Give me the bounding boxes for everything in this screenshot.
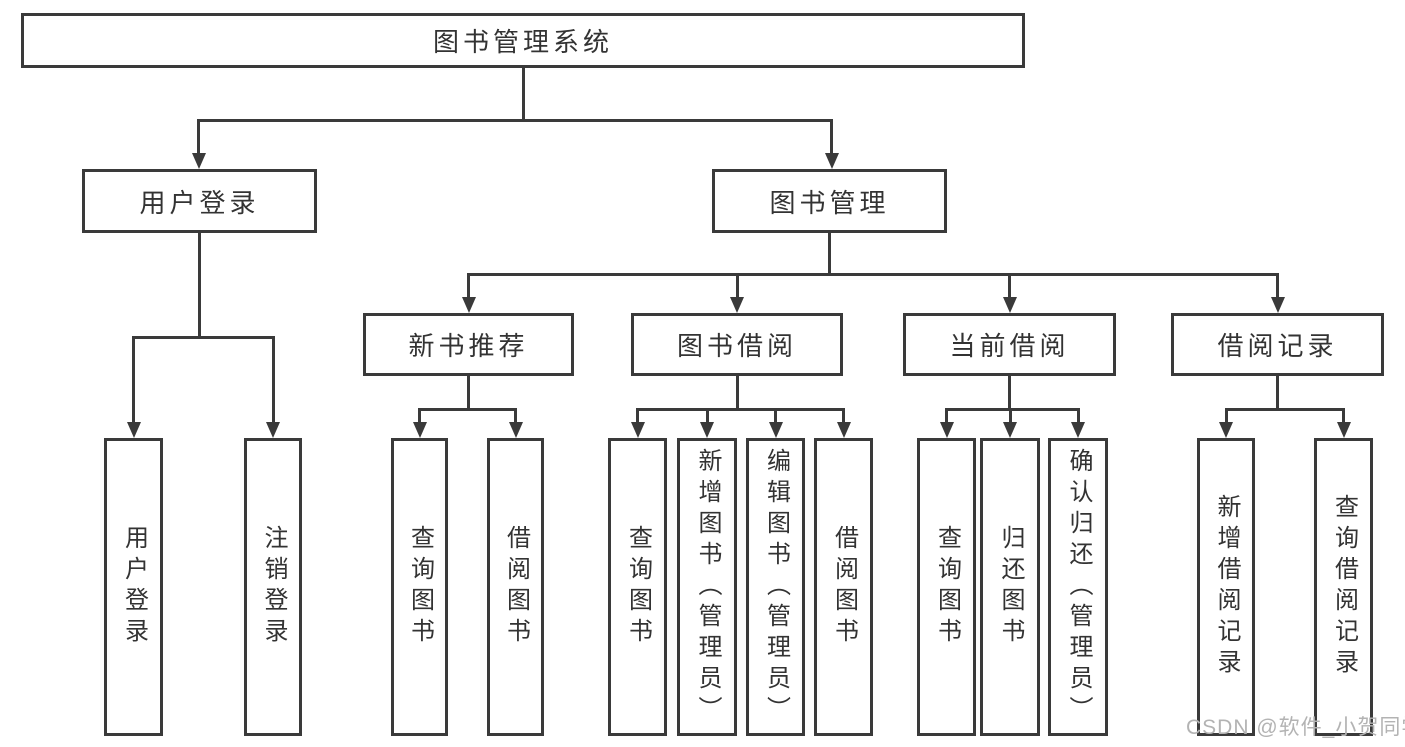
arrowhead-down [824, 153, 839, 169]
connector-rec-drop [467, 376, 470, 411]
arrowhead-down [1219, 422, 1233, 438]
connector-stub [1008, 273, 1011, 297]
leaf-add-borrow-record: 新增借阅记录 [1197, 438, 1255, 736]
connector-mgmt-drop [828, 233, 831, 276]
arrowhead-down [1002, 297, 1017, 313]
connector-records-split [1224, 408, 1345, 411]
leaf-add-book-admin: 新增图书（管理员） [677, 438, 737, 736]
connector-stub [197, 119, 200, 153]
connector-stub [636, 408, 639, 422]
connector-stub [735, 273, 739, 297]
connector-stub [271, 336, 275, 422]
leaf-logout: 注销登录 [244, 438, 302, 736]
connector-stub [467, 273, 470, 297]
connector-current-split [945, 408, 1080, 411]
connector-stub [842, 408, 845, 422]
arrowhead-down [730, 297, 744, 313]
leaf-confirm-return-admin: 确认归还（管理员） [1048, 438, 1108, 736]
connector-stub [1076, 408, 1080, 422]
arrowhead-down [1071, 422, 1085, 438]
arrowhead-down [412, 422, 427, 438]
connector-mgmt-split [467, 273, 1279, 276]
leaf-edit-book-admin-label: 编辑图书（管理员） [762, 447, 790, 727]
node-root-system: 图书管理系统 [21, 13, 1025, 68]
node-borrow-records: 借阅记录 [1171, 313, 1384, 376]
node-current-borrow-label: 当前借阅 [949, 331, 1070, 361]
arrowhead-down [508, 422, 523, 438]
connector-stub [1008, 408, 1012, 422]
leaf-query-book-borrow: 查询图书 [608, 438, 667, 736]
node-root-label: 图书管理系统 [432, 27, 613, 57]
connector-login-split [132, 336, 275, 339]
arrowhead-down [1270, 297, 1285, 313]
leaf-add-book-admin-label: 新增图书（管理员） [694, 447, 721, 727]
connector-rec-split [418, 408, 517, 411]
connector-records-drop [1276, 376, 1279, 411]
connector-stub [1342, 408, 1345, 422]
arrowhead-down [126, 422, 141, 438]
connector-stub [1276, 273, 1279, 297]
node-borrow-records-label: 借阅记录 [1217, 331, 1338, 361]
watermark: CSDN @软件_小贺同学 [1186, 716, 1405, 739]
node-book-borrow: 图书借阅 [631, 313, 843, 376]
arrowhead-down [461, 297, 476, 313]
arrowhead-down [266, 422, 280, 438]
connector-login-drop [198, 233, 201, 339]
connector-root-drop [521, 68, 525, 122]
node-user-login: 用户登录 [82, 169, 317, 233]
leaf-query-book-borrow-label: 查询图书 [624, 525, 652, 649]
leaf-borrow-book-label: 借阅图书 [830, 525, 858, 649]
connector-stub [945, 408, 948, 422]
connector-borrow-drop [735, 376, 739, 411]
arrowhead-down [630, 422, 645, 438]
arrowhead-down [700, 422, 714, 438]
leaf-logout-label: 注销登录 [260, 525, 287, 649]
connector-borrow-split [636, 408, 845, 411]
connector-stub [132, 336, 135, 422]
leaf-user-login-label: 用户登录 [120, 525, 148, 649]
connector-stub [1224, 408, 1228, 422]
leaf-borrow-book-rec: 借阅图书 [487, 438, 544, 736]
arrowhead-down [1003, 422, 1017, 438]
arrowhead-down [1336, 422, 1351, 438]
leaf-query-book-current: 查询图书 [917, 438, 976, 736]
leaf-query-book-rec-label: 查询图书 [406, 525, 434, 649]
arrowhead-down [768, 422, 783, 438]
leaf-add-borrow-record-label: 新增借阅记录 [1213, 494, 1240, 680]
leaf-query-borrow-record: 查询借阅记录 [1314, 438, 1373, 736]
node-book-management: 图书管理 [712, 169, 947, 233]
connector-stub [418, 408, 421, 422]
node-current-borrow: 当前借阅 [903, 313, 1116, 376]
leaf-return-book-label: 归还图书 [997, 525, 1024, 649]
arrowhead-down [191, 153, 206, 169]
leaf-query-book-rec: 查询图书 [391, 438, 448, 736]
connector-current-drop [1008, 376, 1011, 411]
leaf-query-borrow-record-label: 查询借阅记录 [1330, 494, 1358, 680]
connector-root-split [197, 119, 833, 122]
node-new-book-recommend: 新书推荐 [363, 313, 574, 376]
leaf-edit-book-admin: 编辑图书（管理员） [746, 438, 805, 736]
connector-stub [705, 408, 709, 422]
node-book-management-label: 图书管理 [769, 187, 890, 218]
leaf-return-book: 归还图书 [980, 438, 1040, 736]
connector-stub [830, 119, 833, 153]
leaf-confirm-return-admin-label: 确认归还（管理员） [1065, 447, 1092, 727]
node-new-book-recommend-label: 新书推荐 [408, 331, 529, 361]
leaf-borrow-book: 借阅图书 [814, 438, 873, 736]
arrowhead-down [939, 422, 954, 438]
arrowhead-down [836, 422, 851, 438]
leaf-query-book-current-label: 查询图书 [933, 525, 961, 649]
leaf-user-login: 用户登录 [104, 438, 163, 736]
node-user-login-label: 用户登录 [139, 187, 260, 218]
connector-stub [514, 408, 517, 422]
connector-stub [774, 408, 777, 422]
node-book-borrow-label: 图书借阅 [676, 331, 797, 361]
leaf-borrow-book-rec-label: 借阅图书 [502, 525, 530, 649]
